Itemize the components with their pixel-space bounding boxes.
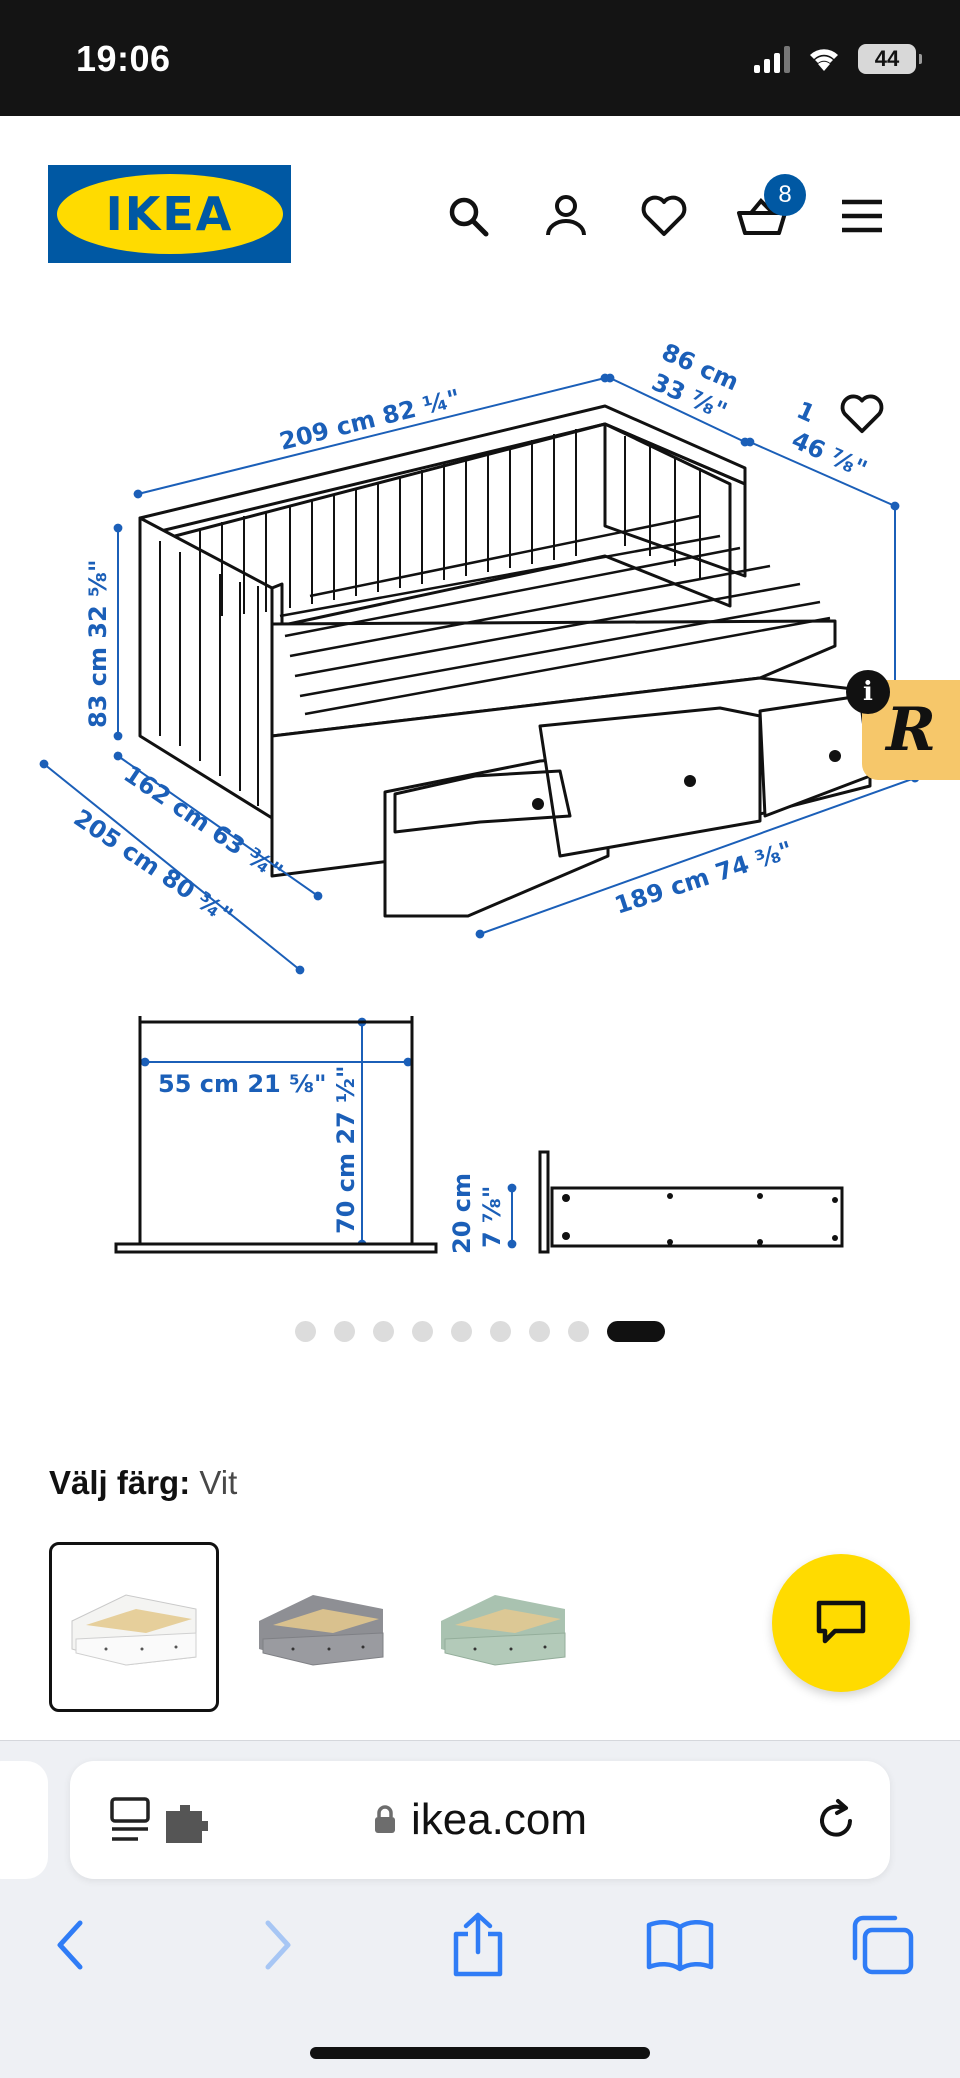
color-label-text: Välj färg: — [49, 1464, 191, 1501]
dim-drawer-in: 7 ⅞" — [478, 1186, 506, 1248]
share-icon[interactable] — [442, 1909, 514, 1981]
info-icon[interactable]: i — [846, 670, 890, 714]
status-icons: 44 — [754, 44, 922, 74]
lock-icon — [374, 1805, 395, 1833]
menu-icon[interactable] — [834, 188, 890, 244]
daybed-grey-thumbnail — [259, 1595, 384, 1666]
gallery-dot[interactable] — [490, 1320, 511, 1342]
search-icon[interactable] — [440, 188, 496, 244]
ikea-logo[interactable]: IKEA — [48, 165, 291, 263]
dim-right-partial-1: 1 — [793, 396, 820, 428]
site-header: IKEA 8 — [0, 116, 960, 316]
url-text: ikea.com — [410, 1795, 588, 1844]
dim-inner-width: 55 cm 21 ⅝" — [158, 1070, 326, 1098]
status-bar: 19:06 44 — [0, 0, 960, 116]
back-chevron-icon[interactable] — [34, 1909, 106, 1981]
address-bar[interactable]: ikea.com — [70, 1761, 890, 1879]
gallery-dot[interactable] — [295, 1320, 316, 1342]
reload-icon[interactable] — [812, 1797, 860, 1845]
browser-toolbar: ikea.com — [0, 1740, 960, 2078]
gallery-dot[interactable] — [412, 1320, 433, 1342]
gallery-pagination-dots — [0, 1318, 960, 1344]
gallery-dot-active[interactable] — [607, 1320, 665, 1342]
chat-button[interactable] — [772, 1554, 910, 1692]
cellular-signal-icon — [754, 45, 790, 73]
color-swatch-white[interactable] — [49, 1542, 219, 1712]
gallery-dot[interactable] — [529, 1320, 550, 1342]
status-time: 19:06 — [76, 38, 171, 79]
selected-color-value: Vit — [199, 1464, 238, 1501]
basket-icon[interactable]: 8 — [734, 174, 806, 244]
account-icon[interactable] — [538, 188, 594, 244]
chat-icon — [816, 1600, 866, 1644]
add-to-favourites-heart-icon[interactable] — [834, 386, 890, 442]
gallery-dot[interactable] — [568, 1320, 589, 1342]
battery-indicator: 44 — [858, 44, 922, 74]
dim-drawer-cm: 20 cm — [448, 1173, 476, 1254]
wishlist-heart-icon[interactable] — [636, 188, 692, 244]
gallery-dot[interactable] — [334, 1320, 355, 1342]
tabs-overview-icon[interactable] — [846, 1909, 918, 1981]
home-indicator — [310, 2047, 650, 2059]
logo-text: IKEA — [105, 187, 234, 241]
color-selector-label: Välj färg: Vit — [49, 1464, 237, 1502]
daybed-green-thumbnail — [441, 1595, 566, 1666]
gallery-dot[interactable] — [451, 1320, 472, 1342]
color-swatch-grey[interactable] — [236, 1542, 406, 1712]
bookmarks-book-icon[interactable] — [644, 1909, 716, 1981]
previous-tab-preview[interactable] — [0, 1761, 48, 1879]
dim-height: 83 cm 32 ⅝" — [84, 560, 112, 728]
forward-chevron-icon[interactable] — [242, 1909, 314, 1981]
product-image-gallery[interactable]: 209 cm 82 ¼" 86 cm 33 ⅞" 1 46 ⅞" 83 cm 3… — [0, 316, 960, 1366]
dimension-drawing: 209 cm 82 ¼" 86 cm 33 ⅞" 1 46 ⅞" 83 cm 3… — [39, 338, 920, 1254]
color-swatch-green[interactable] — [418, 1542, 588, 1712]
dim-inner-height: 70 cm 27 ½" — [332, 1066, 360, 1234]
daybed-white-thumbnail — [71, 1594, 197, 1666]
wifi-icon — [810, 49, 838, 71]
cart-count-badge: 8 — [764, 174, 806, 216]
page-menu-icon[interactable] — [108, 1797, 218, 1847]
gallery-dot[interactable] — [373, 1320, 394, 1342]
url-display: ikea.com — [70, 1761, 890, 1879]
